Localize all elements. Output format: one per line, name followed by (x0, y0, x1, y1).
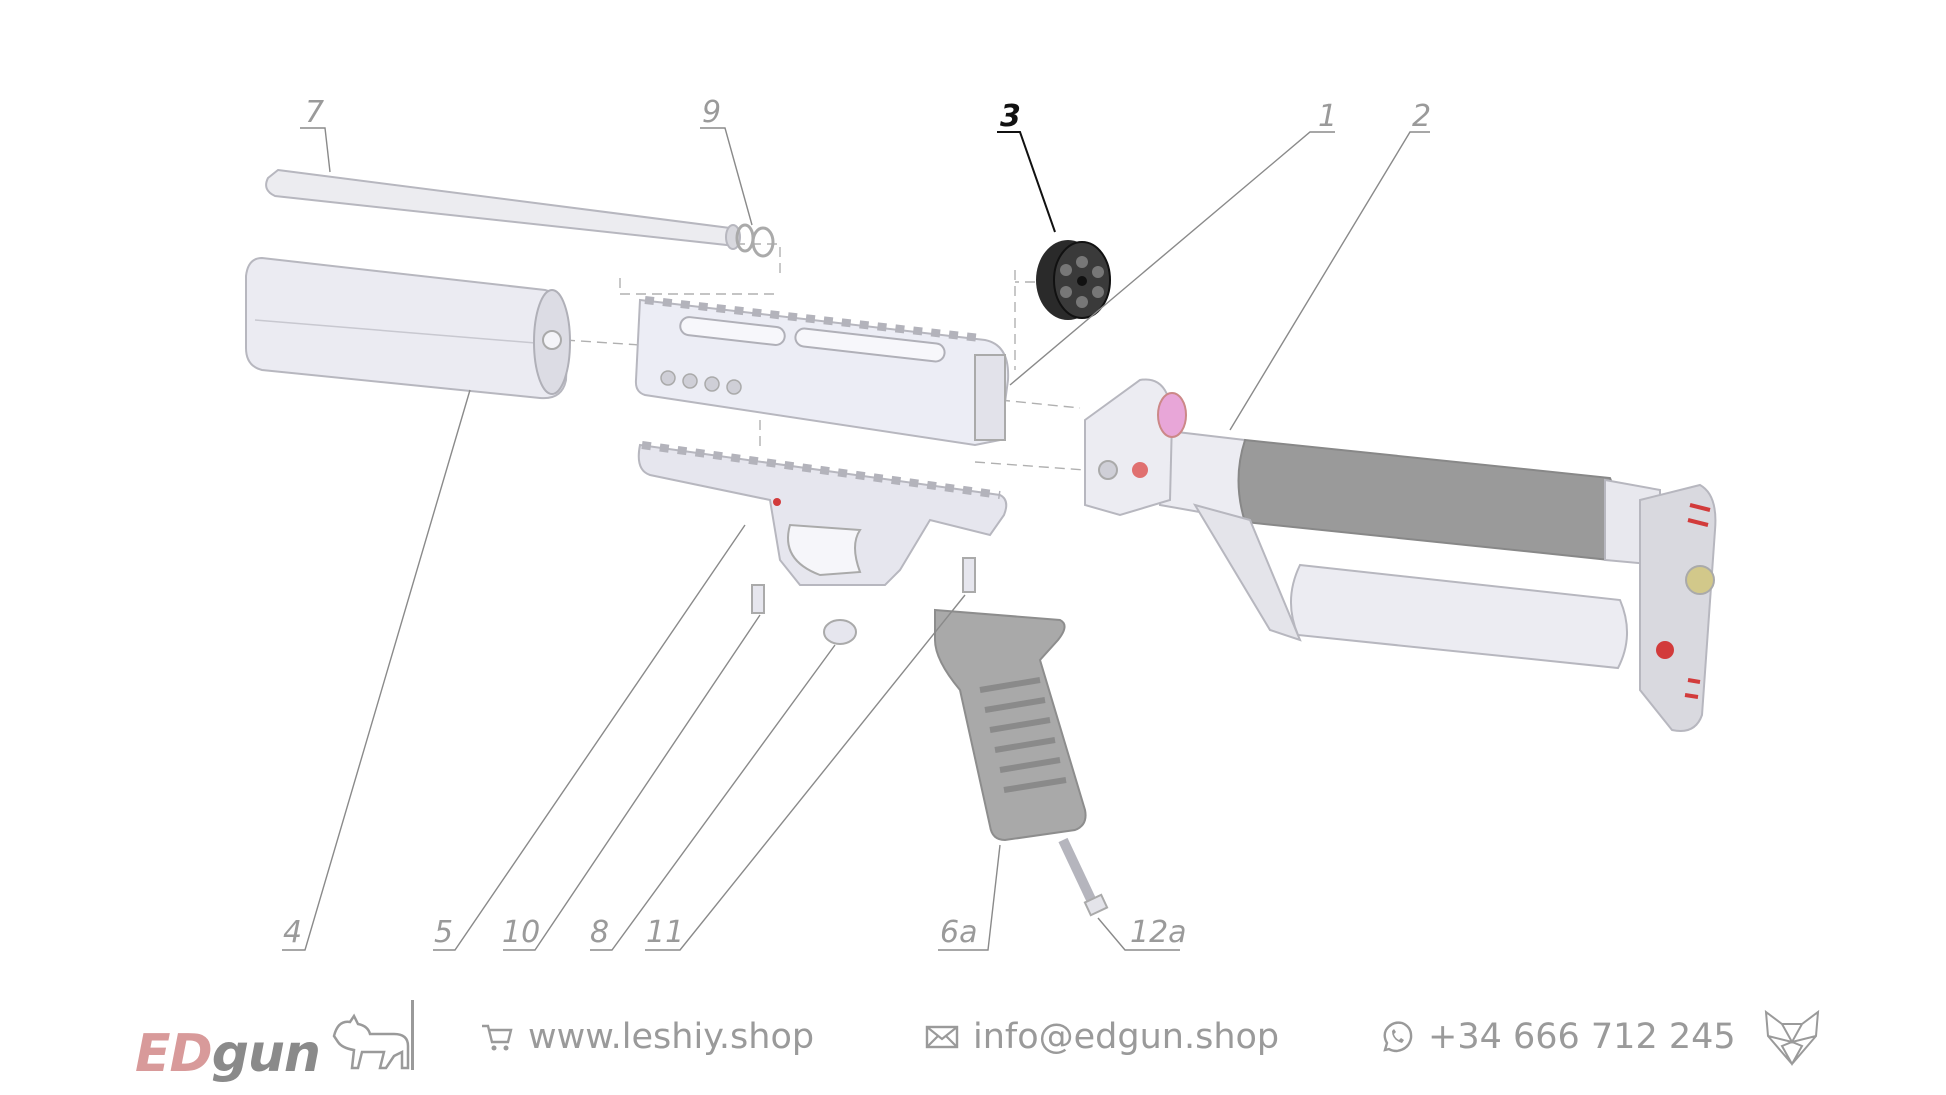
part-4-shroud (245, 256, 571, 400)
brand-gun-text: gun (211, 1024, 321, 1084)
part-11-screw (962, 557, 976, 593)
cart-icon (482, 1024, 513, 1051)
envelope-icon (925, 1025, 959, 1049)
part-6a-grip (934, 608, 1087, 842)
callout-12a: 12a (1130, 915, 1187, 950)
callout-9: 9 (702, 95, 721, 130)
part-5-lower-frame (637, 441, 1008, 586)
part-10-screw (751, 584, 765, 614)
part-12a-screw (1058, 837, 1109, 917)
callout-7: 7 (305, 95, 324, 130)
dog-logo-icon (332, 1013, 410, 1070)
fox-logo-icon (1764, 1009, 1820, 1067)
callout-11: 11 (646, 915, 684, 950)
part-3-magazine (1036, 240, 1111, 320)
phone-link[interactable]: +34 666 712 245 (1380, 1014, 1736, 1060)
callout-3: 3 (1000, 99, 1021, 134)
phone-text: +34 666 712 245 (1428, 1017, 1736, 1057)
part-9-o-rings (735, 223, 775, 258)
whatsapp-icon (1383, 1021, 1413, 1053)
email-link[interactable]: info@edgun.shop (925, 1014, 1279, 1060)
part-1-upper-receiver (634, 296, 1010, 447)
part-2-stock-assembly (1084, 378, 1717, 732)
leader-lines (282, 127, 1430, 951)
shop-link[interactable]: www.leshiy.shop (480, 1014, 814, 1060)
callout-6a: 6a (940, 915, 977, 950)
footer: ED gun www.leshiy.shop info@edgun.shop +… (0, 990, 1946, 1095)
assembly-guides (564, 243, 1086, 471)
part-8-plug (823, 619, 857, 645)
brand-ed-text: ED (135, 1024, 213, 1084)
callout-1: 1 (1318, 99, 1337, 134)
callout-8: 8 (590, 915, 609, 950)
callout-2: 2 (1412, 99, 1431, 134)
callout-5: 5 (434, 915, 453, 950)
callout-labels: 7 9 3 1 2 4 5 10 8 11 6a 12a (283, 95, 1431, 950)
part-7-barrel (265, 168, 741, 250)
email-text: info@edgun.shop (973, 1017, 1280, 1057)
callout-10: 10 (502, 915, 540, 950)
shop-url-text: www.leshiy.shop (528, 1017, 815, 1057)
edgun-logo[interactable]: ED gun (135, 994, 414, 1084)
footer-separator (411, 1000, 414, 1070)
callout-4: 4 (283, 915, 302, 950)
